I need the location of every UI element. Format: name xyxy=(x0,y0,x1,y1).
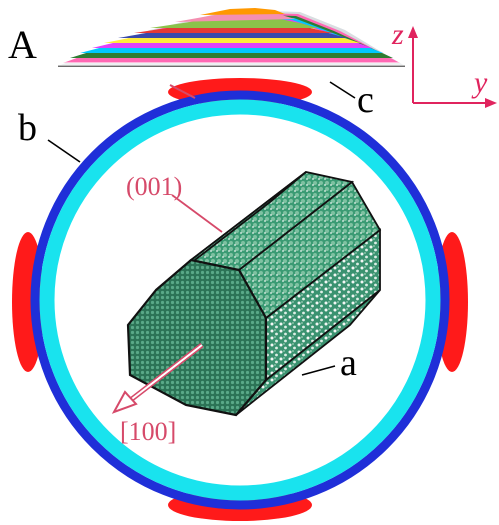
label-c: c xyxy=(357,79,374,121)
axis-z-label: z xyxy=(391,18,404,51)
direction-label: [100] xyxy=(120,417,176,446)
axis-y-label: y xyxy=(471,66,488,99)
top-slab-c xyxy=(58,8,405,67)
leader-slab-red xyxy=(169,84,196,99)
arrow-100 xyxy=(111,343,204,414)
crystal-a xyxy=(126,171,382,417)
leader-b xyxy=(47,139,81,163)
panel-label: A xyxy=(8,22,37,67)
ring-outer-blue xyxy=(30,90,450,510)
axes-zy xyxy=(408,26,497,108)
leader-facet xyxy=(171,194,223,233)
label-b: b xyxy=(18,107,37,149)
leader-a xyxy=(301,365,336,376)
label-a: a xyxy=(340,342,357,384)
leader-c xyxy=(329,81,356,99)
facet-label: (001) xyxy=(126,172,182,201)
ring-inner-cyan xyxy=(39,99,441,501)
